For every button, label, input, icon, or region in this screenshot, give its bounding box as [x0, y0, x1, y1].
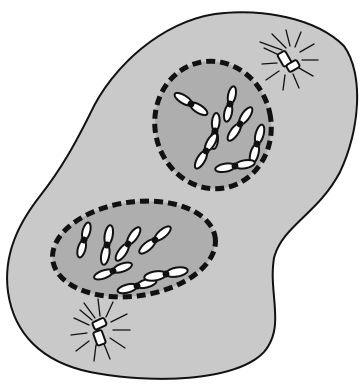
cell-division-diagram: [0, 0, 362, 386]
